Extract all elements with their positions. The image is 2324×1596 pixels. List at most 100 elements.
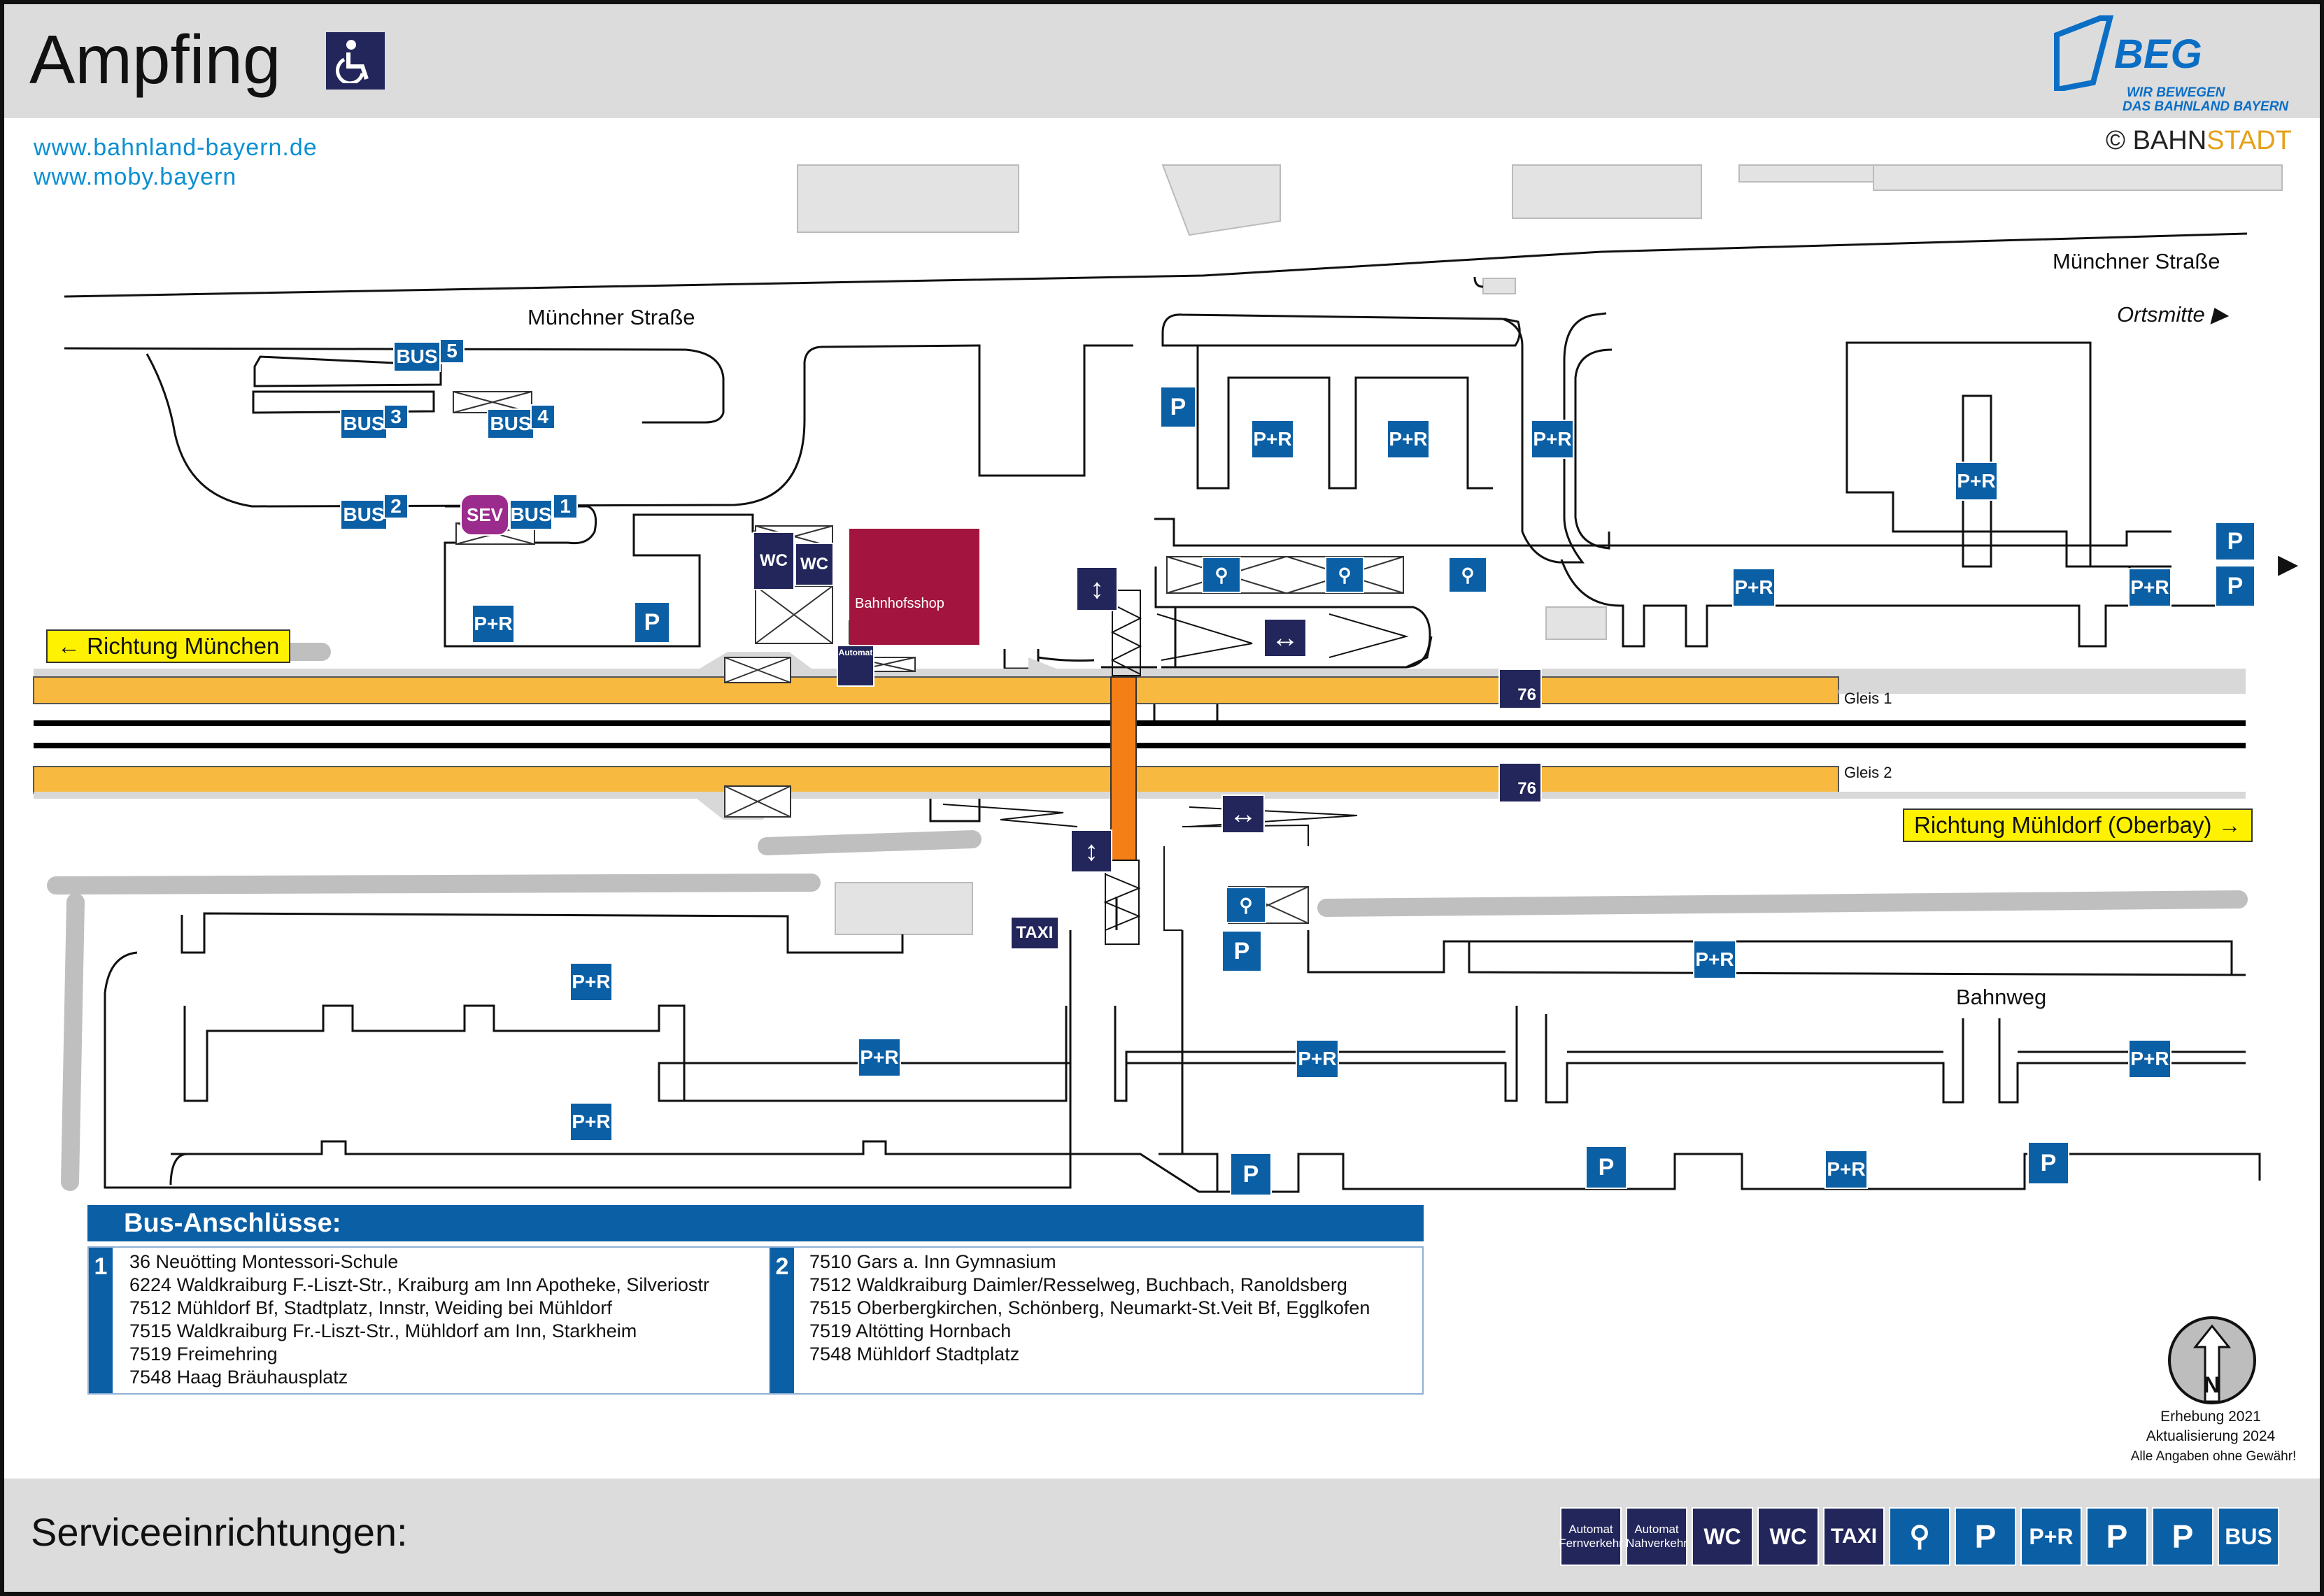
- parking-accessible-icon: P: [1221, 930, 1262, 972]
- bus-icon: BUS: [340, 499, 388, 530]
- bus-line: 7515 Oberbergkirchen, Schönberg, Neumark…: [809, 1297, 1370, 1318]
- park-and-ride-icon: P+R: [569, 962, 613, 1002]
- bus-lines-list: 36 Neuötting Montessori-Schule 6224 Wald…: [129, 1251, 709, 1389]
- park-and-ride-icon: P+R: [569, 1102, 613, 1141]
- bus-connections-stop-2: 2 7510 Gars a. Inn Gymnasium 7512 Waldkr…: [769, 1246, 1424, 1395]
- gleis-1-label: Gleis 1: [1844, 690, 1892, 707]
- legend-top: Automat: [1634, 1523, 1679, 1536]
- elevator-icon: ↕: [1070, 829, 1112, 873]
- bicycle-parking-icon: ⚲: [1448, 557, 1487, 593]
- copyright-symbol: ©: [2106, 126, 2125, 155]
- bahnhofsshop: Bahnhofsshop: [849, 529, 979, 645]
- legend-accessible-wc: WC: [1692, 1507, 1753, 1566]
- park-and-ride-icon: P+R: [1955, 462, 1998, 501]
- park-and-ride-icon: P+R: [1732, 568, 1776, 607]
- legend-taxi: TAXI: [1823, 1507, 1885, 1566]
- station-title: Ampfing: [29, 21, 281, 98]
- accessible-wc-icon: WC: [753, 532, 795, 590]
- parking-time-limit-icon: P: [2027, 1141, 2069, 1185]
- park-and-ride-icon: P+R: [1693, 940, 1736, 979]
- arrow-right-icon: →: [2218, 812, 2241, 838]
- legend-bus: BUS: [2218, 1507, 2279, 1566]
- direction-muehldorf: Richtung Mühldorf (Oberbay) →: [1903, 808, 2253, 842]
- parking-time-limit-icon: P: [1585, 1146, 1627, 1189]
- rails: [34, 720, 2246, 748]
- bus-line: 7515 Waldkraiburg Fr.-Liszt-Str., Mühldo…: [129, 1320, 637, 1341]
- park-and-ride-icon: P+R: [1531, 420, 1574, 459]
- ticket-machine-icon: Automat: [837, 645, 874, 687]
- link-moby[interactable]: www.moby.bayern: [34, 164, 237, 190]
- parking-accessible-icon: P: [634, 601, 670, 643]
- park-and-ride-icon: P+R: [1296, 1039, 1339, 1078]
- hedges: [47, 643, 2248, 1191]
- copyright-name-1: BAHN: [2132, 126, 2207, 155]
- buildings: [797, 164, 2283, 935]
- park-and-ride-icon: P+R: [858, 1038, 901, 1077]
- legend-top: Automat: [1568, 1523, 1613, 1536]
- ramp-icon: ↔: [1221, 795, 1265, 834]
- platform-height-gleis-1: 76: [1498, 669, 1542, 709]
- gleis-2-label: Gleis 2: [1844, 764, 1892, 781]
- arrow-left-icon: ←: [57, 633, 80, 659]
- link-bahnland[interactable]: www.bahnland-bayern.de: [34, 134, 318, 161]
- wc-icon: WC: [795, 543, 834, 586]
- parking-accessible-icon: P: [2215, 522, 2255, 561]
- compass-icon: [2168, 1316, 2256, 1404]
- legend-bottom: Fernverkehr: [1559, 1537, 1623, 1550]
- bus-stop-number: 2: [770, 1248, 794, 1393]
- direction-west-text: Richtung München: [87, 633, 280, 659]
- arrow-right-icon: ▶: [2211, 302, 2228, 327]
- bus-connections-title: Bus-Anschlüsse:: [87, 1205, 1424, 1241]
- ortsmitte-label: Ortsmitte ▶: [2117, 302, 2227, 327]
- bus-stop-number: 1: [89, 1248, 113, 1393]
- street-muenchner-left: Münchner Straße: [527, 305, 695, 329]
- beg-tagline-2: DAS BAHNLAND BAYERN: [2123, 99, 2289, 114]
- taxi-icon: TAXI: [1010, 916, 1059, 950]
- bicycle-parking-icon: ⚲: [1325, 557, 1364, 593]
- wheelchair-icon: [326, 32, 385, 90]
- bus-line: 7512 Waldkraiburg Daimler/Resselweg, Buc…: [809, 1274, 1347, 1295]
- bus-line: 7512 Mühldorf Bf, Stadtplatz, Innstr, We…: [129, 1297, 612, 1318]
- bus-line: 7519 Altötting Hornbach: [809, 1320, 1012, 1341]
- bus-icon: BUS: [340, 408, 388, 439]
- legend-parking-time-limit: P: [2086, 1507, 2148, 1566]
- park-and-ride-icon: P+R: [472, 604, 515, 643]
- bus-connections-stop-1: 1 36 Neuötting Montessori-Schule 6224 Wa…: [87, 1246, 770, 1395]
- copyright-name-2: STADT: [2206, 126, 2292, 155]
- bus-stop-4: 4: [530, 404, 555, 429]
- park-and-ride-icon: P+R: [2128, 568, 2171, 607]
- header-bar: [4, 4, 2320, 118]
- direction-muenchen: ← Richtung München: [46, 629, 291, 663]
- ortsmitte-text: Ortsmitte: [2117, 302, 2205, 327]
- beg-logo-text: BEG: [2114, 31, 2202, 77]
- platform-height-gleis-2: 76: [1498, 762, 1542, 803]
- parking-ev-charging-icon: P: [1160, 386, 1196, 428]
- survey-disclaimer: Alle Angaben ohne Gewähr!: [2130, 1449, 2297, 1464]
- park-and-ride-icon: P+R: [2128, 1039, 2171, 1078]
- bicycle-parking-icon: ⚲: [1202, 557, 1241, 593]
- bus-line: 6224 Waldkraiburg F.-Liszt-Str., Kraibur…: [129, 1274, 709, 1295]
- service-title: Serviceeinrichtungen:: [31, 1510, 408, 1554]
- bus-stop-1: 1: [553, 494, 578, 519]
- bus-line: 7519 Freimehring: [129, 1344, 278, 1365]
- survey-update: Aktualisierung 2024: [2146, 1428, 2276, 1444]
- bus-line: 36 Neuötting Montessori-Schule: [129, 1251, 399, 1272]
- park-and-ride-icon: P+R: [1825, 1150, 1868, 1189]
- street-muenchner-right: Münchner Straße: [2053, 249, 2220, 273]
- bicycle-parking-icon: ⚲: [1226, 887, 1266, 923]
- bus-icon: BUS: [487, 408, 534, 439]
- arrow-right-icon: ▶: [2278, 550, 2299, 579]
- legend-bottom: Nahverkehr: [1626, 1537, 1687, 1550]
- legend-wc: WC: [1757, 1507, 1819, 1566]
- stairs-ramps: [942, 590, 1409, 945]
- park-and-ride-icon: P+R: [1387, 420, 1430, 459]
- compass-north: N: [2204, 1372, 2220, 1397]
- direction-east-text: Richtung Mühldorf (Oberbay): [1914, 812, 2212, 838]
- beg-tagline-1: WIR BEWEGEN: [2127, 85, 2225, 100]
- underpass: [1110, 676, 1137, 861]
- bus-icon: BUS: [393, 341, 441, 372]
- bus-stop-5: 5: [439, 339, 465, 364]
- bus-lines-list: 7510 Gars a. Inn Gymnasium 7512 Waldkrai…: [809, 1251, 1370, 1366]
